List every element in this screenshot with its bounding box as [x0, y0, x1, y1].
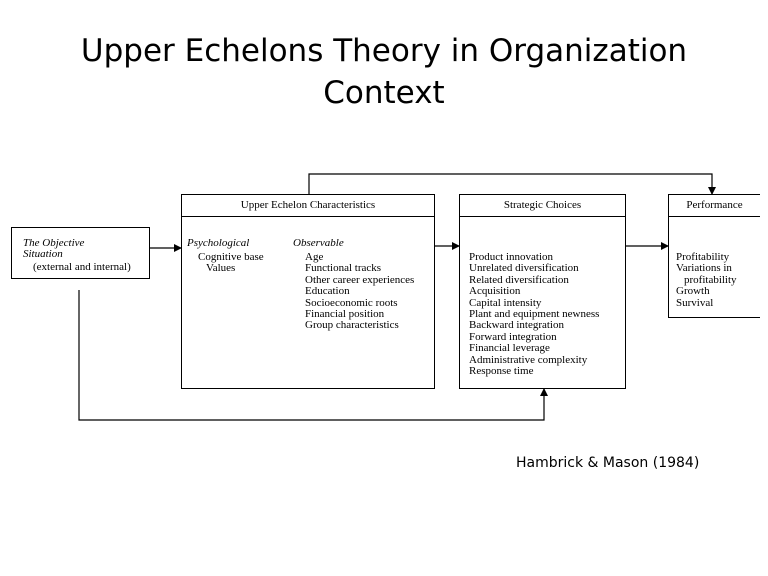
- objective-situation-box: The Objective Situation (external and in…: [11, 227, 150, 279]
- observable-item: Education: [305, 285, 350, 298]
- objective-situation-line-3: (external and internal): [33, 261, 131, 273]
- observable-item: Functional tracks: [305, 262, 382, 275]
- strategic-choice-item: Response time: [469, 365, 534, 378]
- strategic-choice-item: Product innovation: [469, 251, 554, 263]
- objective-situation-line-1: The Objective: [23, 237, 85, 249]
- performance-header: Performance: [669, 195, 760, 217]
- upper-echelon-box: Upper Echelon Characteristics Psychologi…: [181, 194, 435, 389]
- strategic-choice-item: Unrelated diversification: [469, 262, 579, 275]
- objective-situation-line-2: Situation: [23, 248, 63, 260]
- observable-item: Socioeconomic roots: [305, 296, 398, 309]
- strategic-choice-item: Financial leverage: [469, 342, 550, 355]
- psychological-label: Psychological: [187, 237, 250, 249]
- strategic-choice-item: Related diversification: [469, 273, 569, 286]
- slide-title-line-2: Context: [323, 75, 445, 111]
- performance-item: profitability: [684, 273, 737, 286]
- arrow-situation-to-choices: [78, 290, 548, 421]
- strategic-choice-item: Administrative complexity: [469, 353, 588, 366]
- slide-title-line-1: Upper Echelons Theory in Organization: [80, 33, 688, 69]
- observable-item: Group characteristics: [305, 319, 399, 332]
- performance-item: Variations in: [676, 262, 732, 275]
- strategic-choice-item: Capital intensity: [469, 296, 542, 309]
- performance-item: Growth: [676, 285, 710, 298]
- strategic-choice-item: Plant and equipment newness: [469, 308, 600, 321]
- observable-item: Other career experiences: [305, 273, 415, 286]
- performance-item: Profitability: [676, 251, 730, 263]
- psychological-item: Values: [206, 262, 236, 275]
- performance-item: Survival: [676, 296, 714, 309]
- strategic-choice-item: Forward integration: [469, 330, 557, 343]
- observable-label: Observable: [293, 237, 344, 249]
- slide-title: Upper Echelons Theory in Organization Co…: [0, 30, 768, 114]
- citation: Hambrick & Mason (1984): [516, 455, 700, 471]
- observable-item: Financial position: [305, 308, 385, 321]
- upper-echelon-header: Upper Echelon Characteristics: [182, 195, 434, 217]
- strategic-choice-item: Backward integration: [469, 319, 564, 332]
- arrow-echelon-to-performance: [308, 173, 716, 195]
- strategic-choice-item: Acquisition: [469, 285, 521, 298]
- strategic-choices-header: Strategic Choices: [460, 195, 625, 217]
- observable-item: Age: [305, 251, 324, 263]
- psychological-item: Cognitive base: [198, 251, 264, 263]
